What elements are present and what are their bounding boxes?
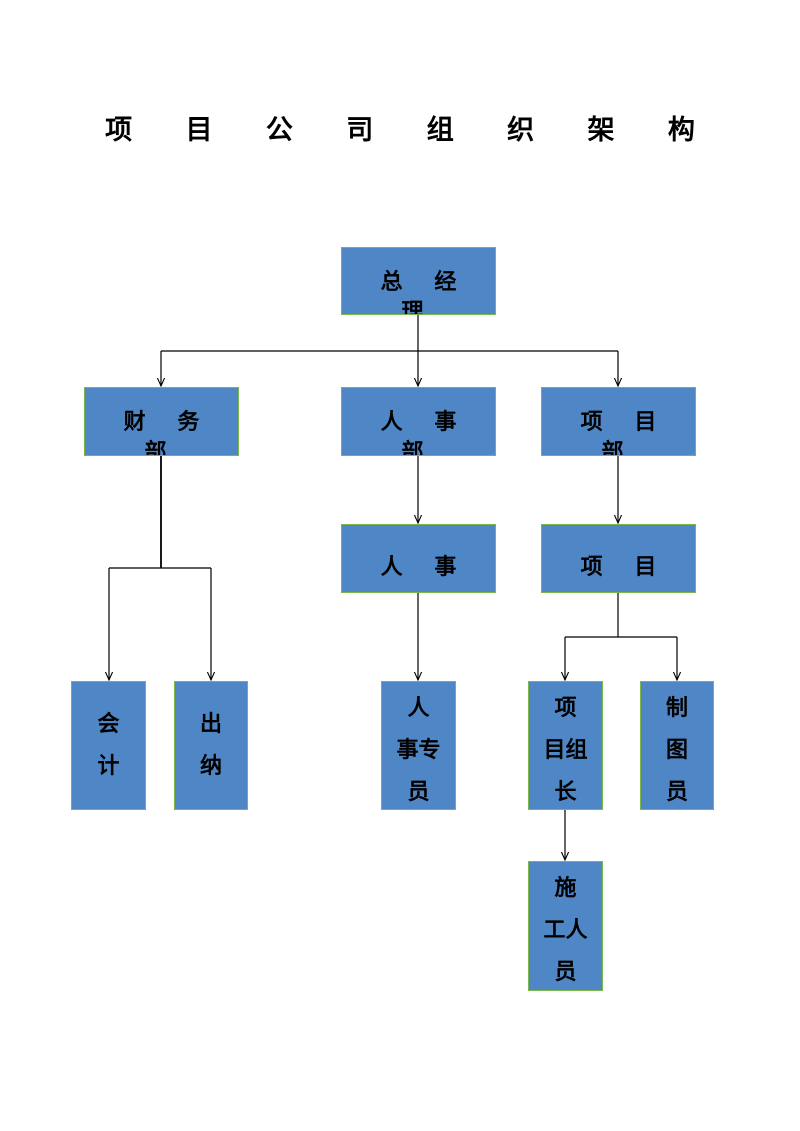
node-label: 财 务 部 — [123, 410, 212, 456]
node-label: 出 纳 — [199, 712, 222, 779]
node-label: 项 目 经 理 — [580, 555, 669, 580]
page-title: 项 目 公 司 组 织 架 构 — [105, 115, 717, 146]
node-label: 人 事专 员 — [396, 696, 441, 805]
node-project-team-leader: 项 目组 长 — [528, 681, 603, 810]
node-cashier: 出 纳 — [174, 681, 248, 810]
node-general-manager: 总 经 理 — [341, 247, 496, 315]
node-project-dept: 项 目 部 — [541, 387, 696, 456]
node-label: 施 工人 员 — [543, 876, 588, 985]
node-label: 人 事 部 — [380, 410, 469, 456]
node-project-manager: 项 目 经 理 — [541, 524, 696, 593]
node-label: 会 计 — [97, 712, 120, 779]
node-label: 项 目 部 — [580, 410, 669, 456]
node-hr-manager: 人 事 经 理 — [341, 524, 496, 593]
node-label: 制 图 员 — [665, 696, 688, 805]
node-hr-dept: 人 事 部 — [341, 387, 496, 456]
node-label: 总 经 理 — [380, 270, 469, 315]
node-drafter: 制 图 员 — [640, 681, 714, 810]
node-hr-specialist: 人 事专 员 — [381, 681, 456, 810]
node-label: 项 目组 长 — [543, 696, 588, 805]
node-label: 人 事 经 理 — [380, 555, 469, 580]
node-finance-dept: 财 务 部 — [84, 387, 239, 456]
node-accountant: 会 计 — [71, 681, 146, 810]
node-construction-staff: 施 工人 员 — [528, 861, 603, 991]
